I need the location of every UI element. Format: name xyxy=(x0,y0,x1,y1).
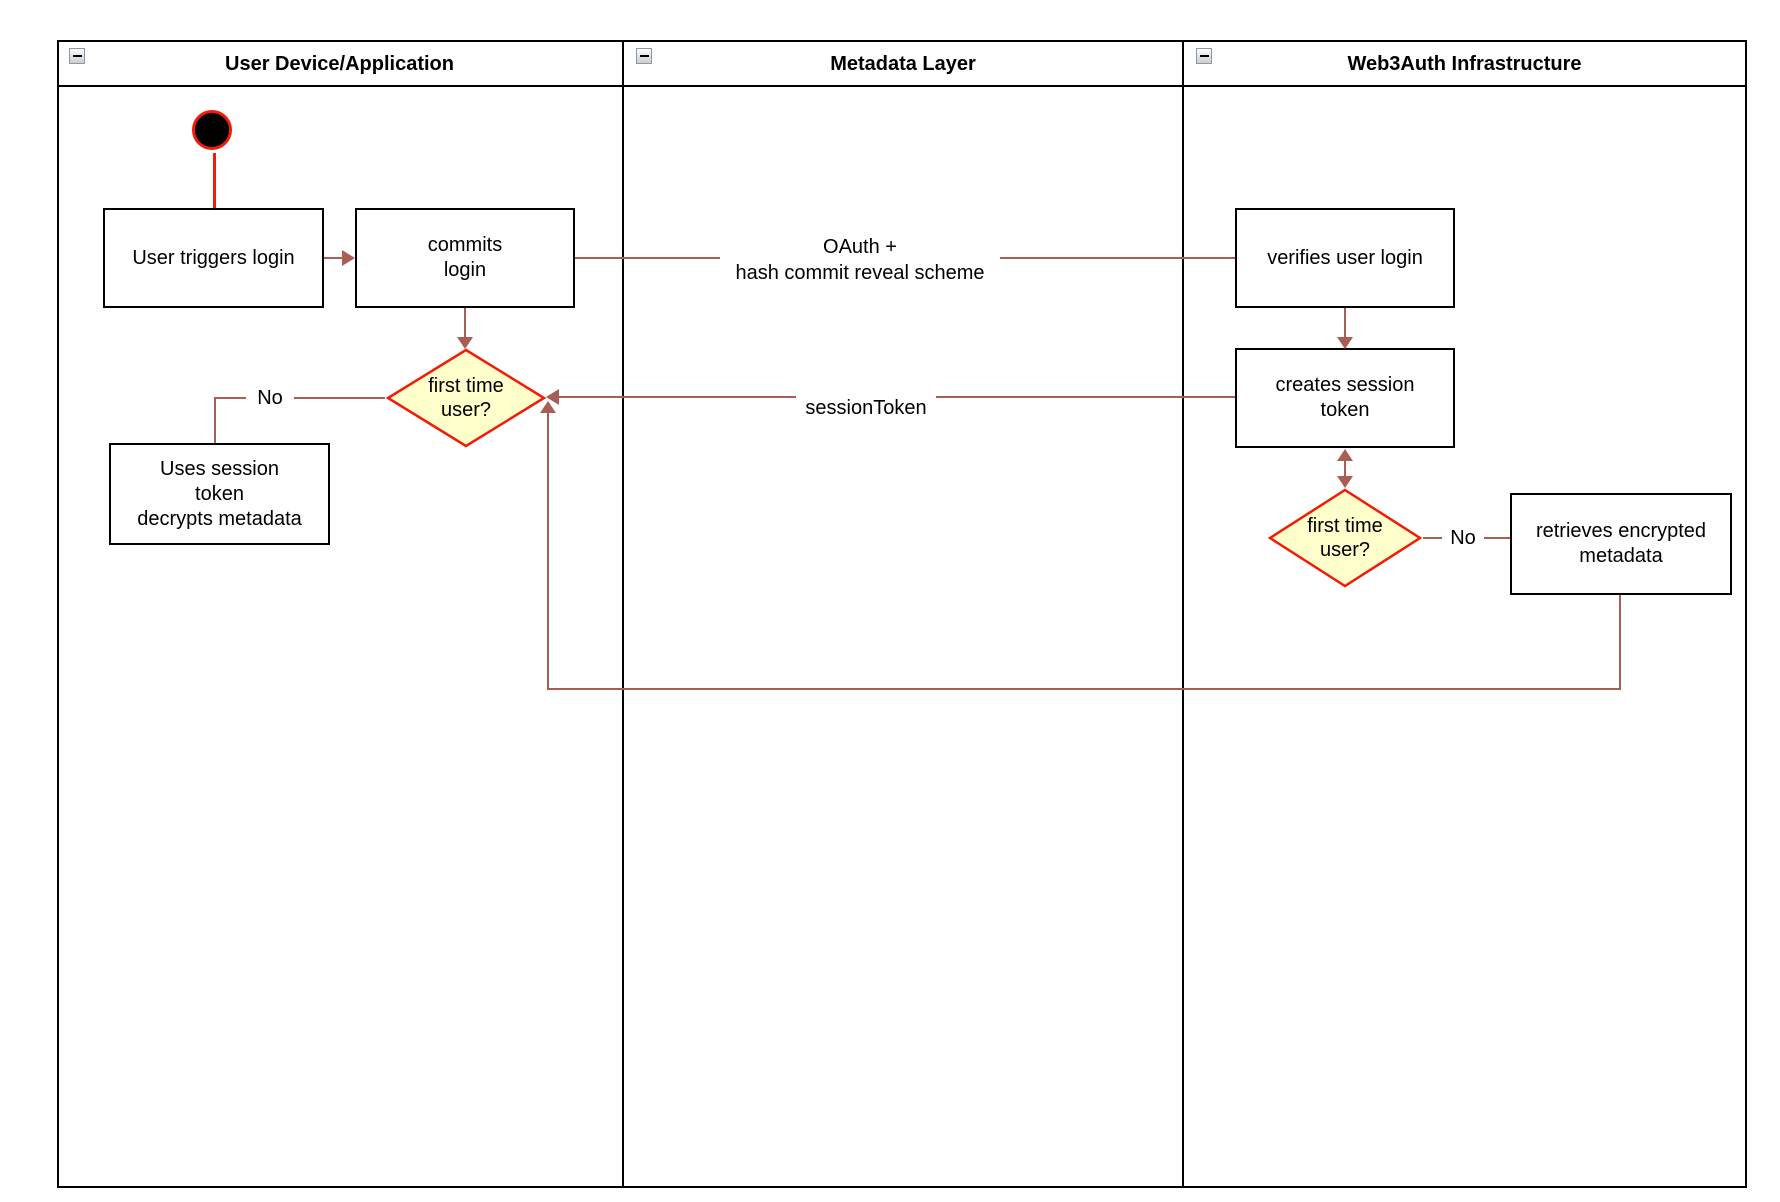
collapse-lane-button-3[interactable] xyxy=(1196,48,1212,64)
edge-user-triggers-to-commits xyxy=(324,257,344,259)
lane-header-web3auth[interactable]: Web3Auth Infrastructure xyxy=(1184,42,1745,86)
arrowhead-up-return xyxy=(540,401,556,413)
edge-label-no-right: No xyxy=(1442,524,1484,551)
edge-decision1-no-v xyxy=(214,397,216,443)
box-creates-session-token[interactable]: creates session token xyxy=(1235,348,1455,448)
collapse-lane-button-2[interactable] xyxy=(636,48,652,64)
swimlane-pool xyxy=(57,40,1747,1188)
lane-header-separator xyxy=(57,85,1747,87)
lane-divider-2 xyxy=(1182,40,1184,1188)
box-retrieves-encrypted-metadata[interactable]: retrieves encrypted metadata xyxy=(1510,493,1732,595)
edge-creates-to-decision2 xyxy=(1344,455,1346,482)
edge-verifies-to-creates xyxy=(1344,308,1346,339)
edge-return-v-right xyxy=(1619,594,1621,690)
minus-icon xyxy=(639,55,649,57)
decision-first-time-user-1[interactable]: first time user? xyxy=(385,348,547,448)
minus-icon xyxy=(1199,55,1209,57)
arrowhead-up-double xyxy=(1337,449,1353,461)
diamond-shape xyxy=(385,348,547,448)
lane-title: Metadata Layer xyxy=(830,52,976,75)
edge-return-v-left xyxy=(547,403,549,690)
arrowhead-down xyxy=(457,337,473,349)
lane-title: User Device/Application xyxy=(225,52,454,75)
collapse-lane-button-1[interactable] xyxy=(69,48,85,64)
start-node[interactable] xyxy=(192,110,232,150)
edge-return-h xyxy=(547,688,1621,690)
box-uses-session-token[interactable]: Uses session token decrypts metadata xyxy=(109,443,330,545)
lane-header-metadata-layer[interactable]: Metadata Layer xyxy=(624,42,1182,86)
edge-commits-to-decision1 xyxy=(464,308,466,339)
edge-start-to-user-triggers xyxy=(213,153,216,208)
diamond-shape xyxy=(1267,488,1423,588)
box-user-triggers-login[interactable]: User triggers login xyxy=(103,208,324,308)
decision-label: first time user? xyxy=(1307,515,1383,561)
edge-label-no-left: No xyxy=(246,384,294,411)
box-verifies-user-login[interactable]: verifies user login xyxy=(1235,208,1455,308)
lane-title: Web3Auth Infrastructure xyxy=(1347,52,1582,75)
minus-icon xyxy=(72,55,82,57)
arrowhead-down-double xyxy=(1337,476,1353,488)
lane-header-user-device[interactable]: User Device/Application xyxy=(57,42,622,86)
arrowhead-down xyxy=(1337,337,1353,349)
edge-label-oauth: OAuth + hash commit reveal scheme xyxy=(720,233,1000,287)
arrowhead-right xyxy=(342,250,355,266)
edge-label-session-token: sessionToken xyxy=(796,394,936,421)
decision-first-time-user-2[interactable]: first time user? xyxy=(1267,488,1423,588)
lane-divider-1 xyxy=(622,40,624,1188)
edge-decision1-no-h xyxy=(215,397,385,399)
box-commits-login[interactable]: commits login xyxy=(355,208,575,308)
decision-label: first time user? xyxy=(428,375,504,421)
